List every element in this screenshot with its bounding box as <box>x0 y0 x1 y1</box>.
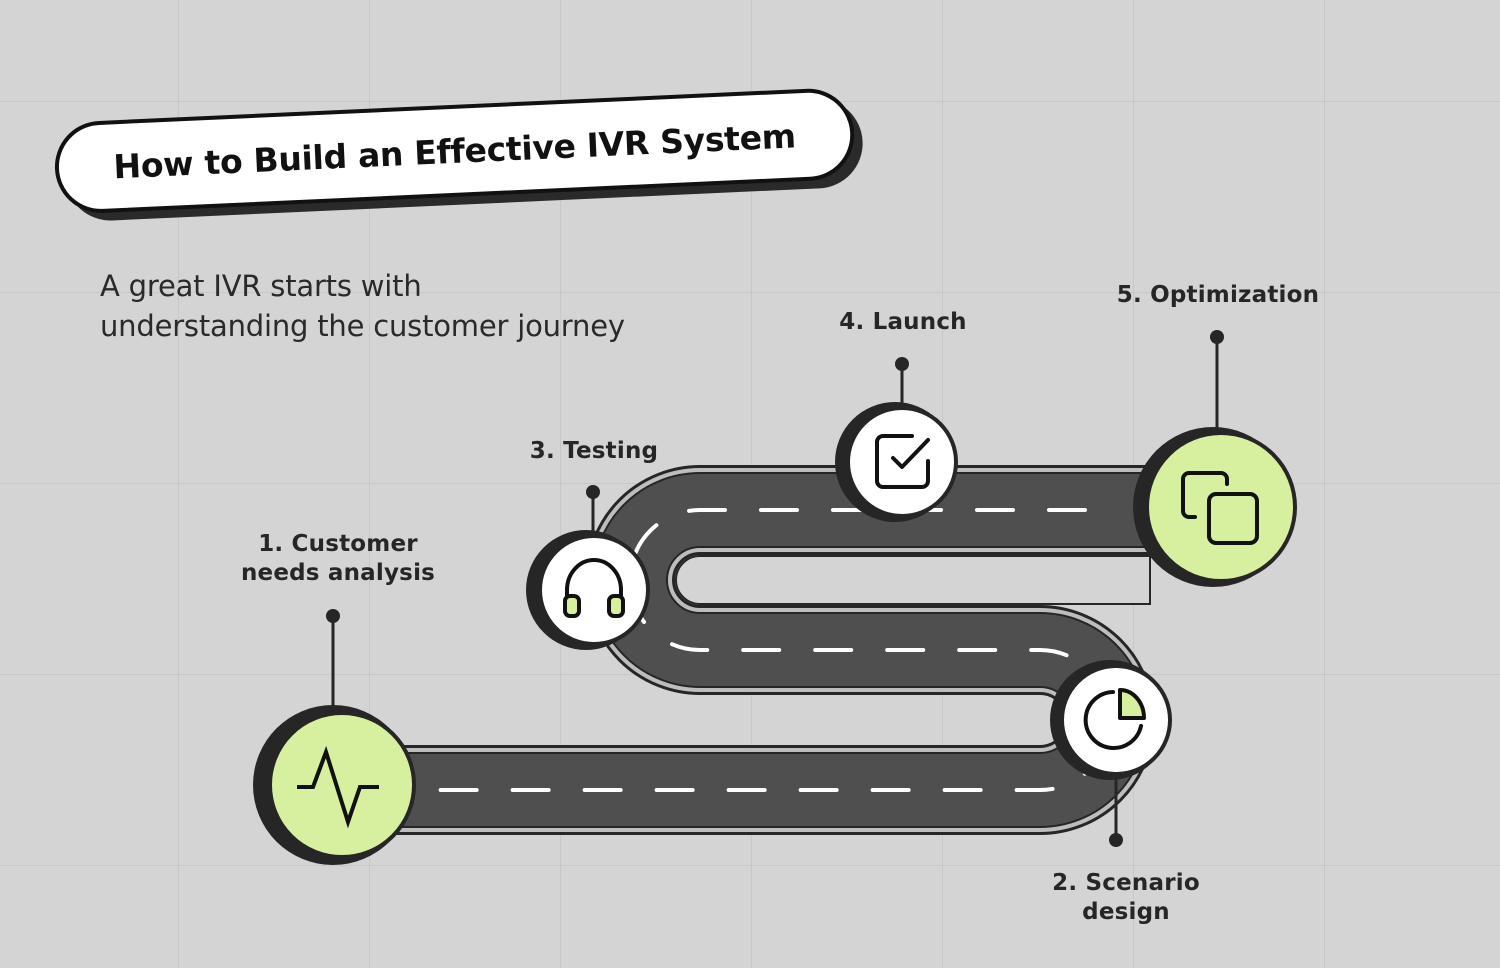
headphones-icon <box>563 558 625 618</box>
step-label-4: 4. Launch <box>824 308 982 337</box>
connector-dot-1 <box>326 609 340 623</box>
step-label-4-line-1: 4. Launch <box>839 309 967 335</box>
connector-dot-3 <box>586 485 600 499</box>
pulse-icon <box>297 745 379 829</box>
node-face <box>1145 431 1297 583</box>
step-label-2-line-2: design <box>1082 899 1170 925</box>
step-label-1: 1. Customer needs analysis <box>220 530 456 588</box>
step-node-5[interactable] <box>1133 427 1297 587</box>
step-label-5: 5. Optimization <box>1096 281 1340 310</box>
pie-chart-icon <box>1083 688 1146 750</box>
step-node-3[interactable] <box>526 530 650 650</box>
node-face <box>1060 664 1172 776</box>
node-face <box>268 711 416 859</box>
island-top <box>675 555 1151 605</box>
step-node-2[interactable] <box>1050 660 1172 780</box>
connectors <box>326 330 1224 847</box>
node-face <box>846 406 958 518</box>
connector-dot-2 <box>1109 833 1123 847</box>
step-label-2-line-1: 2. Scenario <box>1052 870 1200 896</box>
step-label-3: 3. Testing <box>512 437 676 466</box>
step-label-3-line-1: 3. Testing <box>529 438 659 464</box>
step-label-2: 2. Scenario design <box>1030 869 1222 927</box>
step-label-5-line-1: 5. Optimization <box>1116 282 1320 308</box>
step-label-1-line-2: needs analysis <box>240 560 436 586</box>
subtitle: A great IVR starts with understanding th… <box>100 266 800 346</box>
subtitle-line-2: understanding the customer journey <box>100 309 625 343</box>
road-islands <box>675 555 1151 605</box>
step-label-1-line-1: 1. Customer <box>258 531 418 557</box>
copy-icon <box>1181 471 1259 545</box>
page-title: How to Build an Effective IVR System <box>112 115 797 186</box>
checkbox-icon <box>875 434 930 489</box>
node-face <box>538 534 650 646</box>
connector-dot-4 <box>895 357 909 371</box>
step-node-4[interactable] <box>835 402 958 522</box>
connector-dot-5 <box>1210 330 1224 344</box>
step-node-1[interactable] <box>253 705 416 865</box>
subtitle-line-1: A great IVR starts with <box>100 269 422 303</box>
